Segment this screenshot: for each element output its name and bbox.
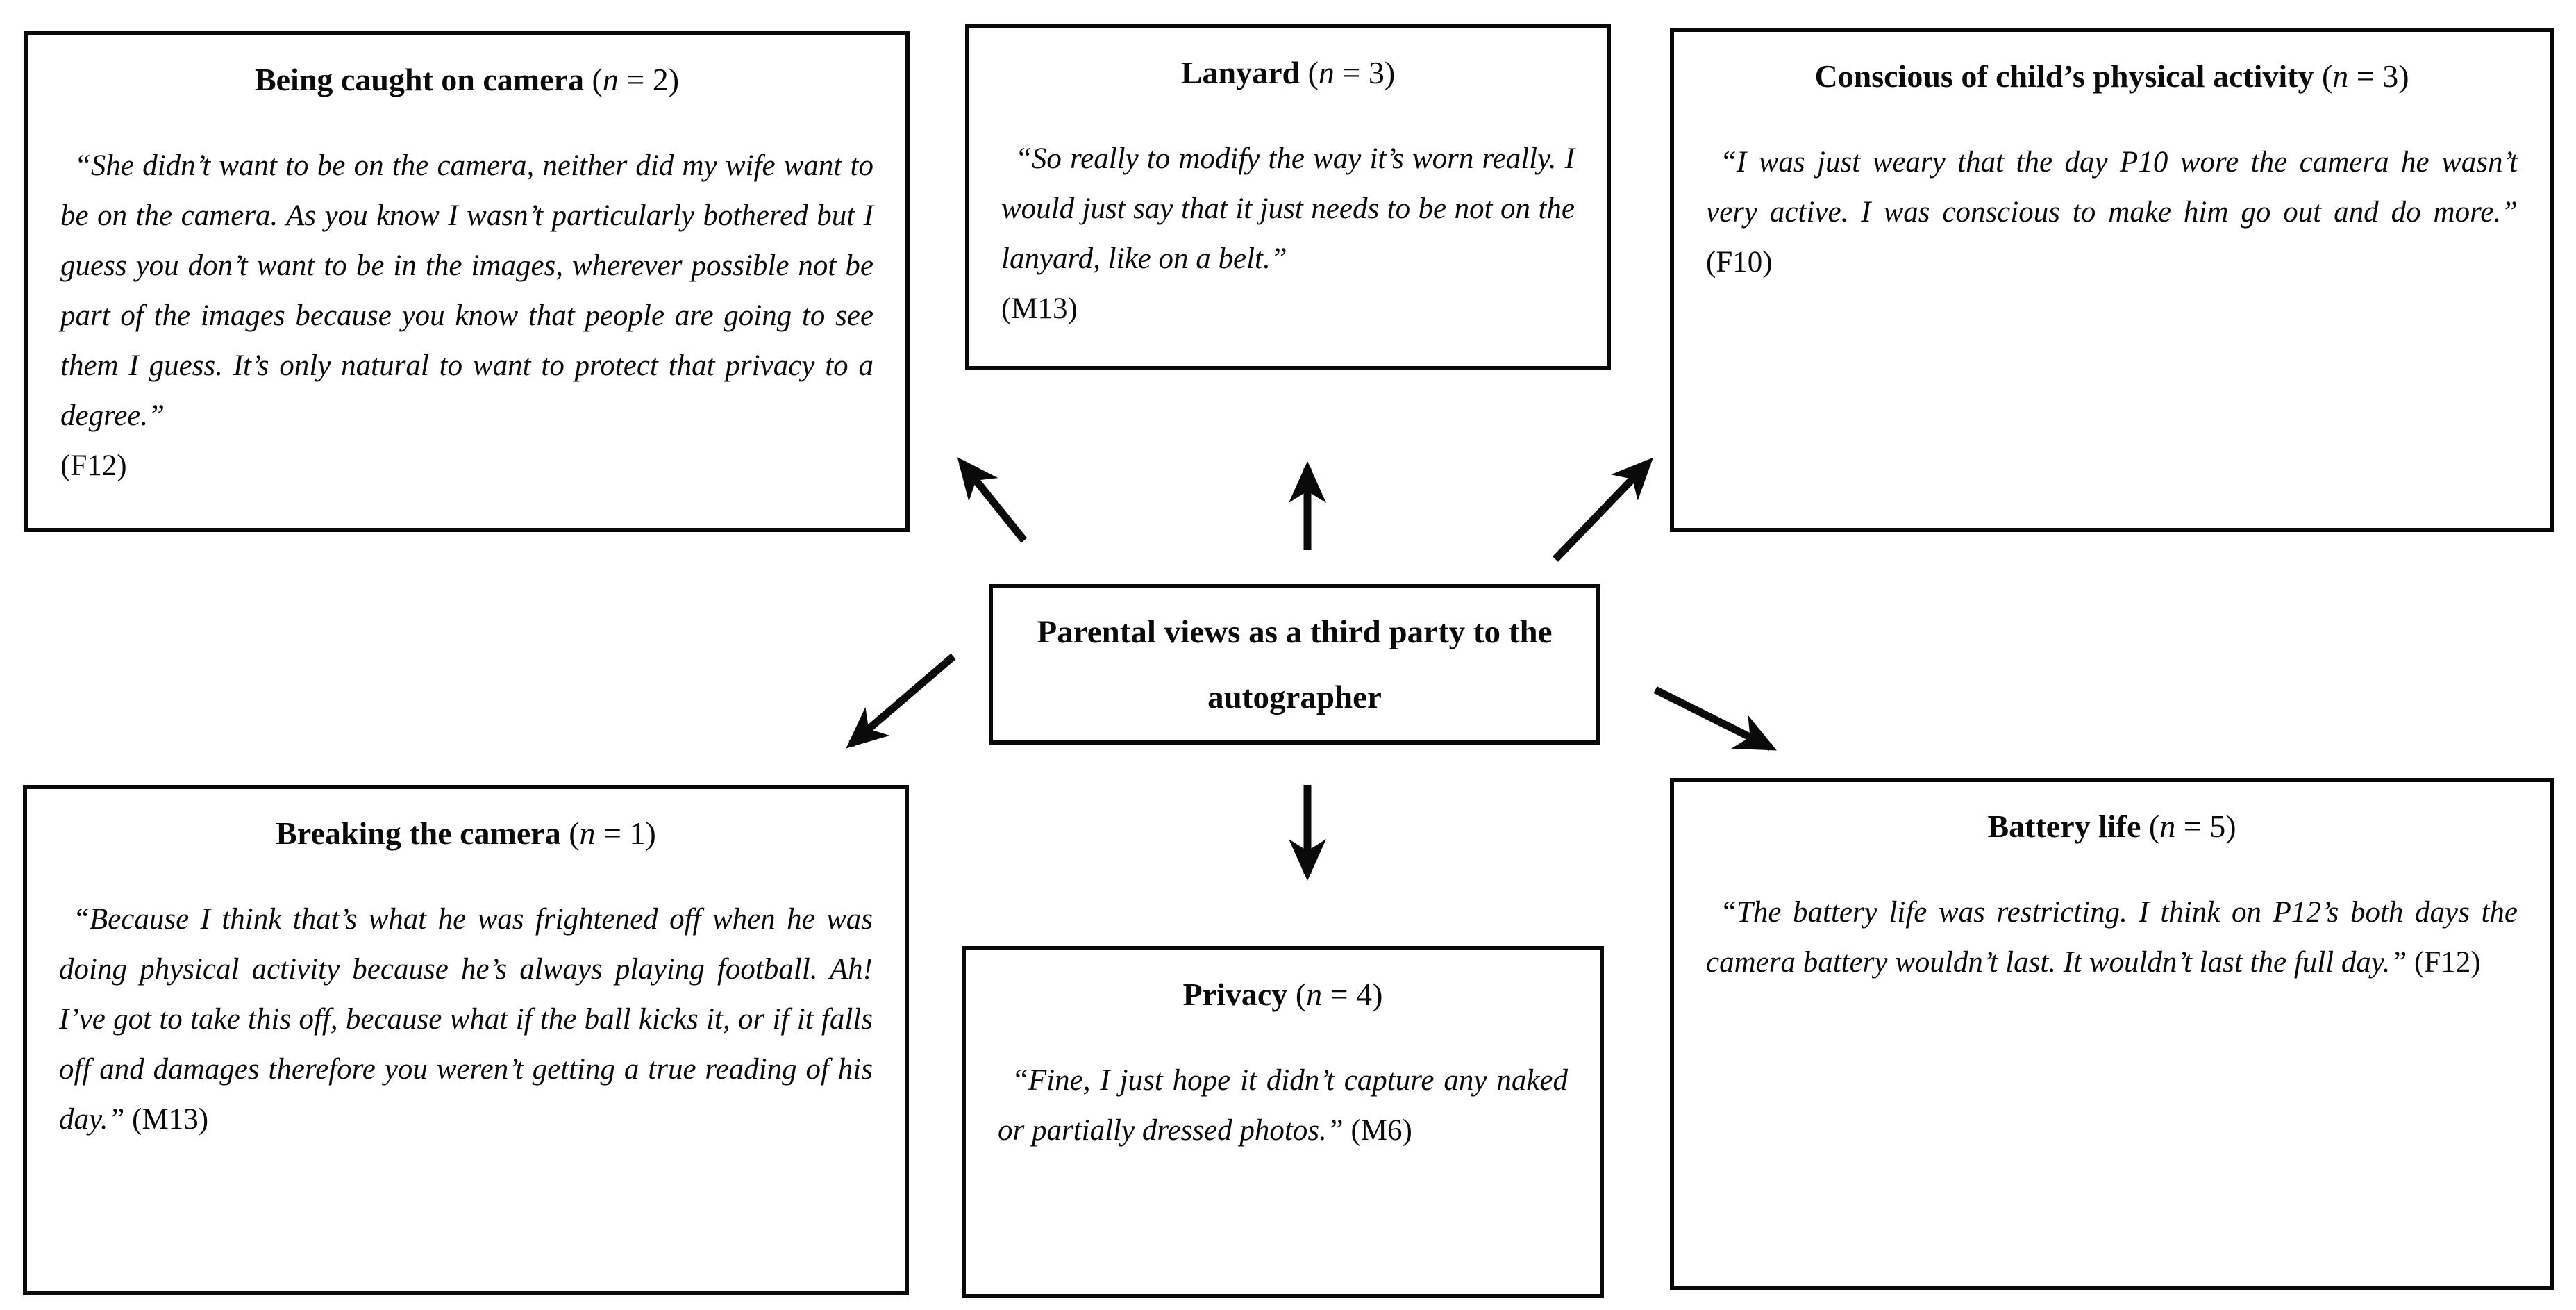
theme-count: (n = 1) — [569, 815, 656, 851]
attribution: (F10) — [1706, 246, 1773, 279]
theme-title-text: Conscious of child’s physical activity — [1814, 58, 2314, 94]
theme-count: (n = 3) — [1307, 55, 1396, 90]
theme-title-text: Being caught on camera — [254, 62, 584, 97]
attribution: (M13) — [1001, 292, 1078, 325]
attribution: (F12) — [2414, 946, 2481, 979]
theme-count: (n = 4) — [1295, 977, 1383, 1012]
theme-box-being-caught-on-camera: Being caught on camera (n = 2) “She didn… — [24, 31, 910, 532]
theme-box-battery-life: Battery life (n = 5) “The battery life w… — [1670, 778, 2554, 1290]
theme-title: Being caught on camera (n = 2) — [28, 59, 905, 101]
quote-text: “So really to modify the way it’s worn r… — [1001, 142, 1575, 275]
theme-title: Lanyard (n = 3) — [969, 52, 1607, 94]
arrow-to-battery — [1653, 686, 1777, 751]
central-theme-label: Parental views as a third party to the a… — [1037, 613, 1553, 715]
theme-title-text: Battery life — [1987, 809, 2141, 844]
theme-title-text: Privacy — [1182, 977, 1288, 1012]
arrow-to-being-caught — [957, 457, 1028, 543]
quote-body: “I was just weary that the day P10 wore … — [1706, 146, 2518, 229]
theme-title: Conscious of child’s physical activity (… — [1674, 56, 2550, 97]
attribution: (F12) — [60, 449, 127, 482]
central-theme-box: Parental views as a third party to the a… — [989, 584, 1600, 745]
theme-box-breaking-the-camera: Breaking the camera (n = 1) “Because I t… — [23, 785, 909, 1295]
theme-count: (n = 5) — [2148, 809, 2236, 844]
attribution: (M6) — [1350, 1114, 1412, 1147]
quote-text: “Because I think that’s what he was frig… — [27, 895, 905, 1145]
quote-body: “The battery life was restricting. I thi… — [1706, 896, 2518, 979]
theme-box-lanyard: Lanyard (n = 3) “So really to modify the… — [965, 24, 1611, 370]
theme-title-text: Breaking the camera — [276, 815, 561, 851]
theme-count: (n = 3) — [2321, 58, 2409, 94]
quote-body: “Because I think that’s what he was frig… — [59, 903, 873, 1136]
theme-title-text: Lanyard — [1180, 55, 1300, 90]
theme-box-conscious-of-childs-physical-activity: Conscious of child’s physical activity (… — [1670, 28, 2554, 532]
quote-text: “Fine, I just hope it didn’t capture any… — [966, 1056, 1600, 1156]
quote-text: “She didn’t want to be on the camera, ne… — [60, 149, 873, 432]
arrow-to-breaking — [846, 653, 956, 749]
quote-text: “The battery life was restricting. I thi… — [1674, 888, 2550, 988]
quote-body: “Fine, I just hope it didn’t capture any… — [998, 1064, 1568, 1147]
theme-box-privacy: Privacy (n = 4) “Fine, I just hope it di… — [962, 946, 1604, 1298]
arrow-to-conscious — [1553, 457, 1653, 562]
theme-title: Battery life (n = 5) — [1674, 806, 2550, 847]
theme-title: Breaking the camera (n = 1) — [27, 813, 905, 854]
theme-title: Privacy (n = 4) — [966, 974, 1600, 1015]
theme-count: (n = 2) — [592, 62, 680, 97]
quote-text: “I was just weary that the day P10 wore … — [1674, 138, 2550, 288]
attribution: (M13) — [132, 1103, 209, 1136]
